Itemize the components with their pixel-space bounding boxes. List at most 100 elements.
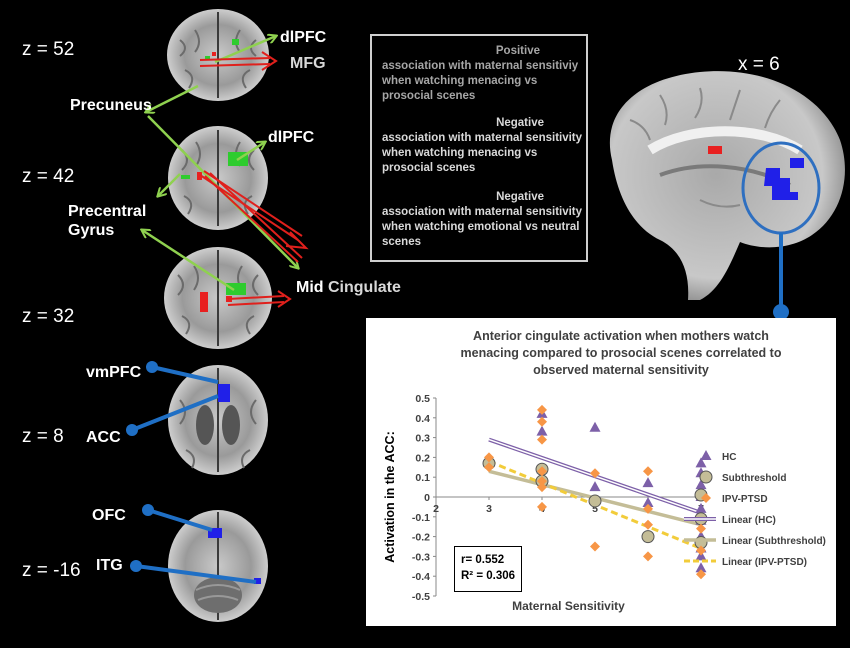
data-point-hc — [695, 479, 707, 490]
data-point-hc — [695, 562, 707, 573]
region-label-acc: ACC — [86, 429, 121, 446]
region-label-precentral-gyrus: Precentral Gyrus — [68, 203, 147, 239]
legend-entry-negative-green: Negative association with maternal sensi… — [382, 191, 583, 248]
chart-panel: Anterior cingulate activation when mothe… — [366, 318, 836, 626]
y-tick-label: -0.4 — [412, 571, 430, 583]
data-point-ipv-ptsd — [643, 551, 653, 562]
data-point-subthreshold — [588, 494, 602, 508]
data-point-ipv-ptsd — [484, 462, 494, 473]
activation-blue — [208, 528, 222, 538]
axial-slice-z8 — [168, 365, 268, 475]
slice-label: z = 52 — [22, 39, 75, 60]
data-point-ipv-ptsd — [484, 452, 494, 463]
legend-linear-hc--label: Linear (HC) — [722, 515, 776, 526]
data-point-ipv-ptsd — [590, 541, 600, 552]
y-tick-label: 0.2 — [415, 452, 430, 464]
data-point-ipv-ptsd — [643, 503, 653, 514]
x-tick-label: 5 — [592, 503, 598, 515]
chart-title: Anterior cingulate activation when mothe… — [460, 329, 782, 377]
data-point-ipv-ptsd — [643, 466, 653, 477]
data-point-hc — [589, 481, 601, 492]
legend-box — [370, 34, 588, 262]
activation-green — [205, 56, 210, 60]
legend-linear-ipv-ptsd--label: Linear (IPV-PTSD) — [722, 557, 807, 568]
data-point-hc — [695, 502, 707, 513]
x-tick-label: 3 — [486, 503, 492, 515]
sagittal-slice — [609, 71, 845, 300]
connector-dot — [773, 304, 789, 320]
activation-blue — [764, 168, 798, 200]
data-point-hc — [695, 457, 707, 468]
activation-blue — [254, 578, 261, 584]
axial-slice-z42 — [168, 126, 268, 230]
region-label-itg: ITG — [96, 557, 123, 574]
stats-box: r= 0.552 R² = 0.306 — [454, 546, 522, 592]
x-axis-title: Maternal Sensitivity — [512, 599, 625, 613]
data-point-subthreshold — [641, 530, 655, 544]
sagittal-label: x = 6 — [738, 54, 780, 75]
x-tick-label: 2 — [433, 503, 439, 515]
axial-slice-z32 — [164, 247, 272, 349]
data-point-ipv-ptsd — [537, 416, 547, 427]
legend-hc-swatch — [700, 450, 712, 460]
data-point-ipv-ptsd — [696, 569, 706, 580]
data-point-ipv-ptsd — [537, 482, 547, 493]
data-point-hc — [642, 477, 654, 488]
data-point-ipv-ptsd — [537, 466, 547, 477]
y-tick-label: -0.2 — [412, 532, 430, 544]
legend-linear-subthreshold--label: Linear (Subthreshold) — [722, 536, 826, 547]
legend-subthreshold-label: Subthreshold — [722, 473, 786, 484]
activation-red — [200, 292, 208, 312]
axial-slice-z52 — [167, 9, 269, 101]
y-axis-title: Activation in the ACC: — [383, 431, 397, 562]
data-point-ipv-ptsd — [537, 476, 547, 487]
activation-red — [708, 146, 722, 154]
y-tick-label: 0.4 — [415, 413, 430, 425]
stat-r2: R² = 0.306 — [461, 570, 516, 582]
activation-green — [181, 175, 190, 179]
legend-entry-negative-blue: Negative association with maternal sensi… — [382, 117, 583, 174]
red-arrows — [199, 51, 309, 308]
blue-connectors — [126, 361, 257, 584]
data-point-ipv-ptsd — [643, 519, 653, 530]
stat-r: r= 0.552 — [461, 554, 505, 566]
activation-green — [232, 39, 239, 45]
region-label-mfg: MFG — [290, 55, 326, 72]
data-point-ipv-ptsd — [537, 404, 547, 415]
y-tick-label: -0.1 — [412, 512, 430, 524]
region-label-ofc: OFC — [92, 507, 126, 524]
scatter-chart: -0.5-0.4-0.3-0.2-0.100.10.20.30.40.52345… — [383, 393, 826, 613]
activation-green — [226, 283, 246, 295]
legend-subthreshold-swatch — [699, 470, 713, 484]
y-tick-label: 0 — [424, 492, 430, 504]
activation-blue — [218, 384, 230, 402]
slice-label: z = 42 — [22, 166, 75, 187]
data-point-hc — [642, 496, 654, 507]
slice-label: z = -16 — [22, 560, 81, 581]
slice-label: z = 8 — [22, 426, 64, 447]
data-point-ipv-ptsd — [537, 501, 547, 512]
axial-slice-z-16 — [168, 510, 268, 622]
y-tick-label: 0.3 — [415, 433, 430, 445]
activation-red — [197, 172, 202, 180]
region-label-precuneus: Precuneus — [70, 97, 152, 114]
slice-label: z = 32 — [22, 306, 75, 327]
region-label-dlpfc: dlPFC — [280, 29, 327, 46]
y-tick-label: -0.3 — [412, 551, 430, 563]
y-tick-label: -0.5 — [412, 591, 430, 603]
data-point-ipv-ptsd — [590, 468, 600, 479]
y-tick-label: 0.1 — [415, 472, 430, 484]
legend-entry-positive: Positive association with maternal sensi… — [382, 45, 579, 102]
activation-red — [212, 52, 216, 56]
legend-hc-label: HC — [722, 452, 736, 463]
region-label-vmpfc: vmPFC — [86, 364, 142, 381]
y-tick-label: 0.5 — [415, 393, 430, 405]
data-point-hc — [589, 421, 601, 432]
legend-ipv-ptsd-label: IPV-PTSD — [722, 494, 768, 505]
data-point-ipv-ptsd — [696, 523, 706, 534]
data-point-ipv-ptsd — [537, 434, 547, 445]
region-label-mid-cingulate: Mid Cingulate — [296, 279, 401, 296]
activation-blue — [790, 158, 804, 168]
